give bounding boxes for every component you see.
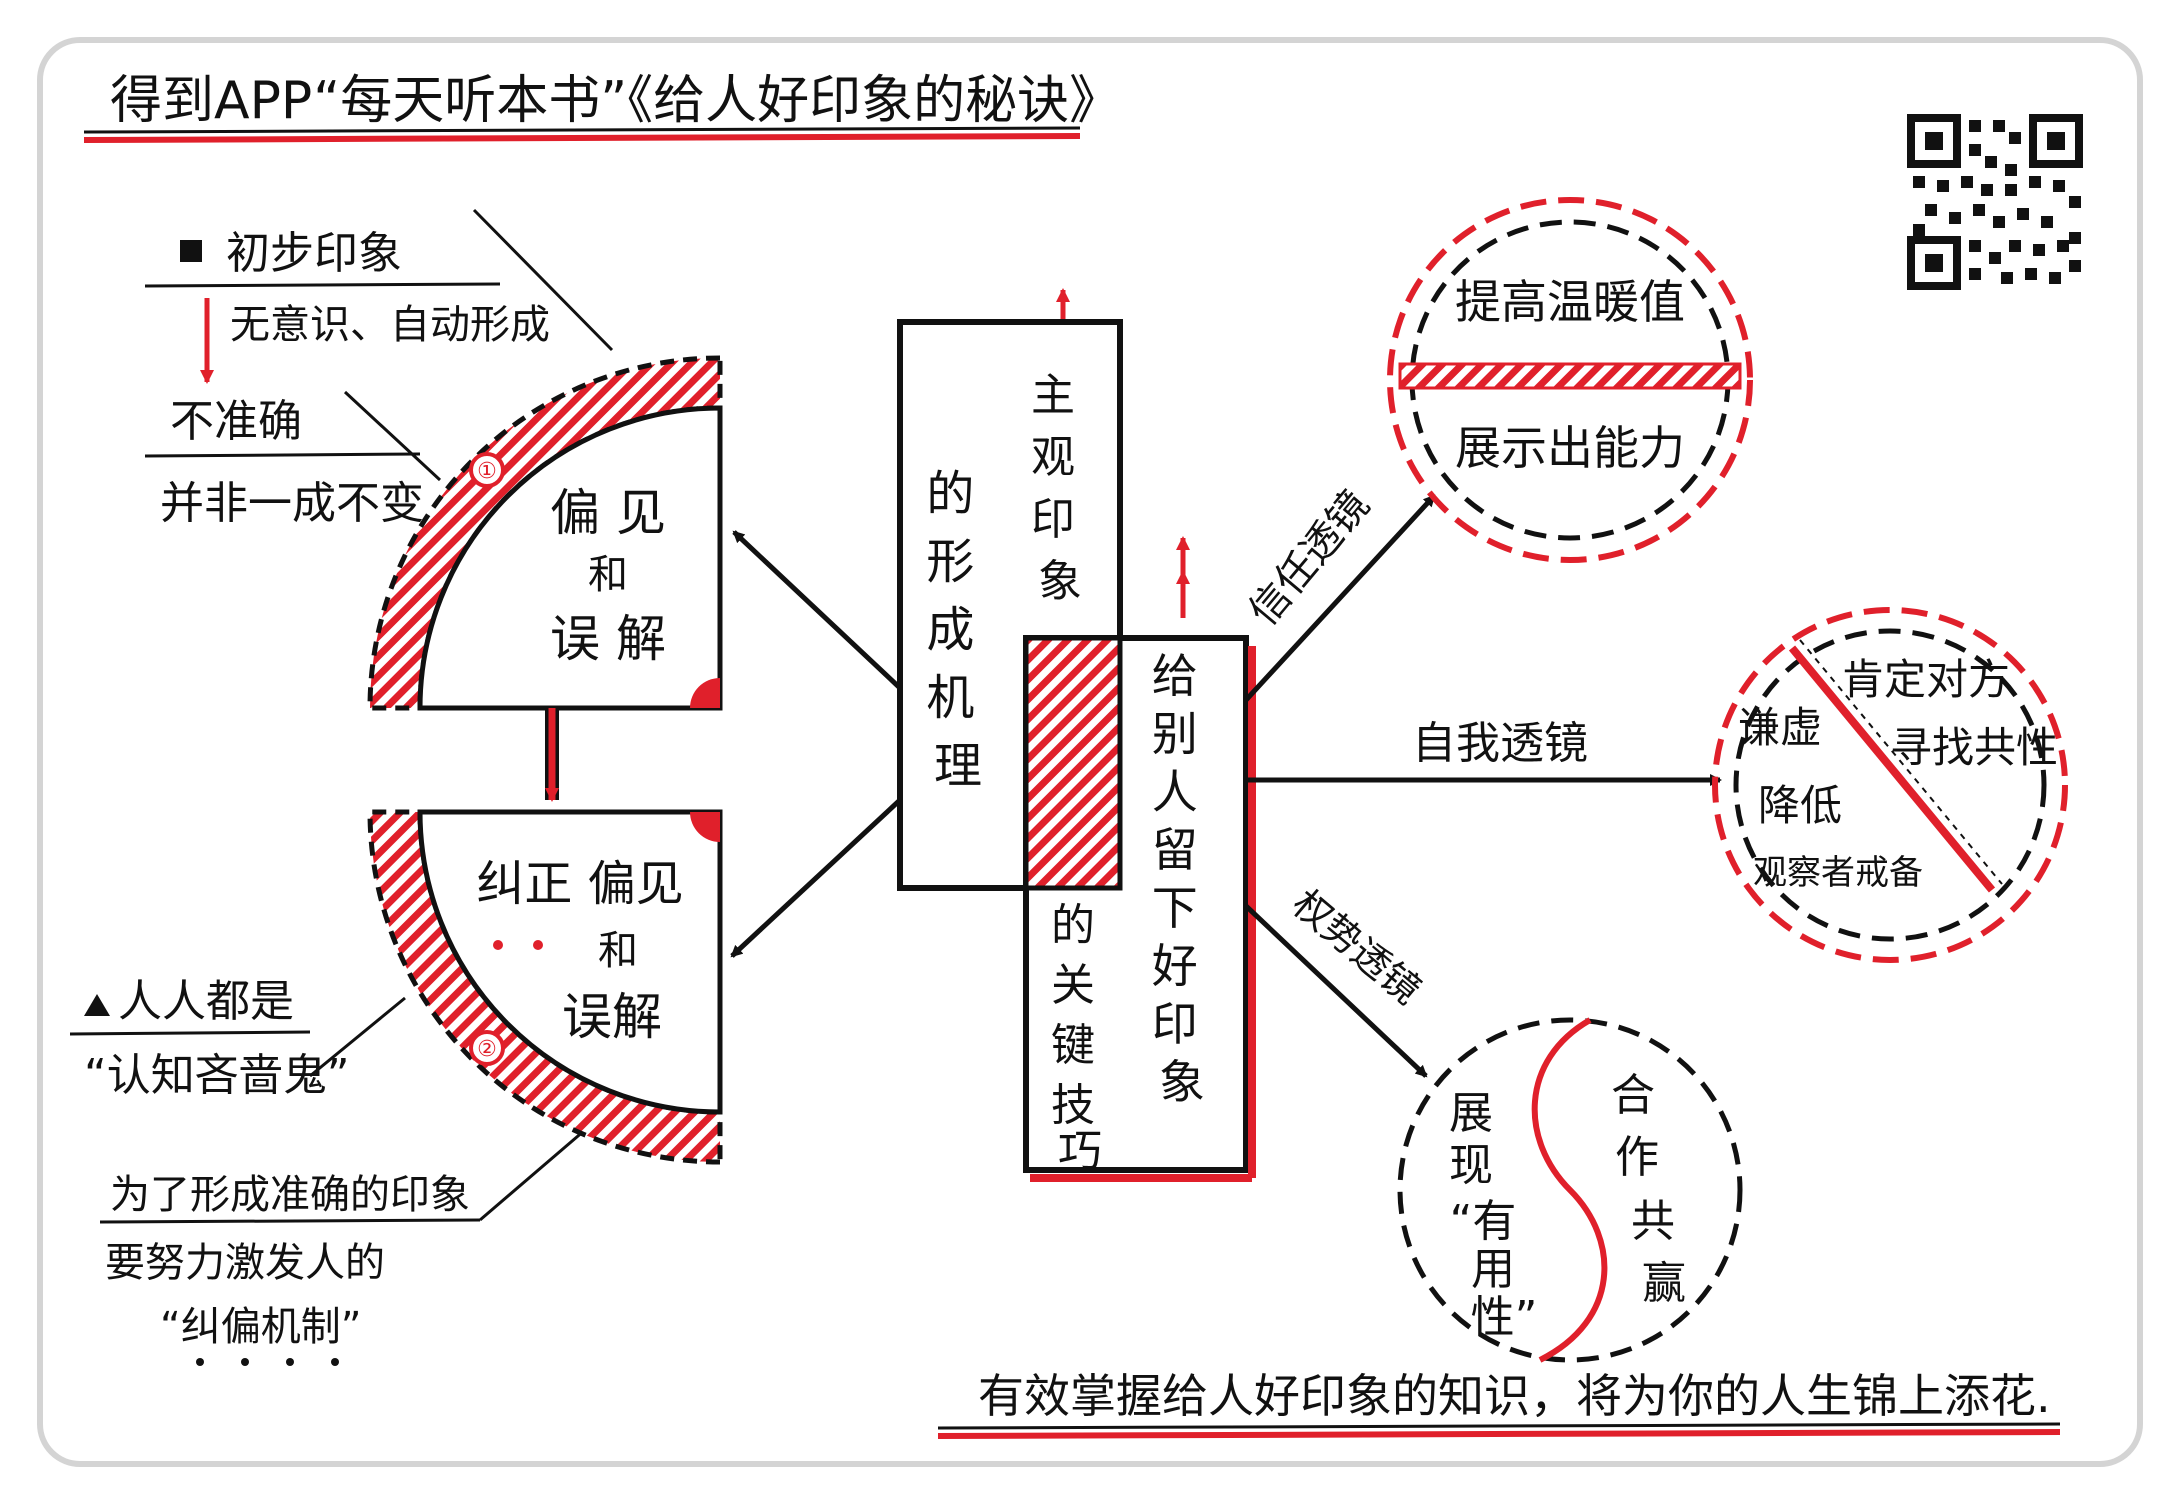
note-first-impression: 初步印象 xyxy=(226,228,402,279)
box-col-left: 的 形 成 机 理 xyxy=(926,466,989,794)
note-underline xyxy=(69,1030,311,1036)
note-inaccurate: 不准确 xyxy=(170,396,302,447)
box-formation-mechanism: 主 观 印 象 的 形 成 机 理 xyxy=(897,288,1123,891)
qr-code xyxy=(1905,112,2085,292)
arrow-to-correction xyxy=(730,798,902,958)
self-left3: 观察者戒备 xyxy=(1753,853,1923,893)
square-bullet-icon xyxy=(180,240,202,262)
box-col-left: 的 关 键 技 巧 xyxy=(1051,900,1109,1177)
self-right1: 肯定对方 xyxy=(1842,655,2010,704)
box-col-right: 主 观 印 象 xyxy=(1031,370,1089,607)
note-unconscious: 无意识、自动形成 xyxy=(230,302,550,348)
arrow-trust-lens xyxy=(1244,494,1436,702)
quadrant-line2: 和 xyxy=(598,928,638,974)
note-cognitive-miser: “认知吝啬鬼” xyxy=(84,1050,350,1101)
emphasis-dot xyxy=(493,940,503,950)
note-underline xyxy=(144,452,421,458)
self-right2: 寻找共性 xyxy=(1890,723,2058,772)
label-self-lens: 自我透镜 xyxy=(1412,718,1588,769)
note-connector xyxy=(343,390,442,482)
trust-bottom: 展示出能力 xyxy=(1455,421,1685,475)
quadrant-line2: 和 xyxy=(588,552,628,598)
left-notes: 初步印象 无意识、自动形成 不准确 并非一成不变 人人都是 “认知吝啬鬼” 为了… xyxy=(69,208,614,1366)
badge-label: ② xyxy=(477,1037,497,1062)
emphasis-dot xyxy=(533,940,543,950)
divider-line xyxy=(1788,645,1996,893)
title-underline-red xyxy=(83,133,1081,143)
divider-dashes xyxy=(1799,639,2003,885)
note-to-form: 为了形成准确的印象 xyxy=(110,1172,470,1218)
quadrant-correction: ② 纠正 偏见 和 误解 xyxy=(367,809,723,1165)
self-left1: 谦虚 xyxy=(1738,703,1822,752)
footer-underline-black xyxy=(937,1422,2061,1430)
corner-mark xyxy=(690,678,720,708)
circle-power: 展 现 “有 用 性” 合 作 共 赢 xyxy=(1397,1017,1743,1363)
quadrant-line3: 误解 xyxy=(562,988,662,1046)
footer-underline-red xyxy=(937,1429,2061,1439)
s-curve-divider xyxy=(1531,1017,1608,1363)
emphasis-dots xyxy=(196,1358,339,1366)
circle-outer xyxy=(1387,197,1753,563)
page-title: 得到APP“每天听本书”《给人好印象的秘诀》 xyxy=(110,71,1121,131)
note-underline xyxy=(99,1218,481,1224)
arrow-to-prejudice xyxy=(732,530,902,690)
note-correction-mechanism: “纠偏机制” xyxy=(160,1304,361,1350)
number-badge xyxy=(469,452,505,488)
divider-bar xyxy=(1398,362,1742,390)
circle-trust: 提高温暖值 展示出能力 xyxy=(1387,197,1753,563)
note-connector xyxy=(309,996,406,1078)
overlap-hatch xyxy=(1023,635,1123,891)
corner-mark xyxy=(690,812,720,842)
quadrant-line3: 误 解 xyxy=(550,610,666,668)
note-everyone-is: 人人都是 xyxy=(118,976,294,1027)
self-left2: 降低 xyxy=(1758,781,1842,830)
circle-outer xyxy=(1712,607,2068,963)
power-right: 合 作 共 赢 xyxy=(1611,1070,1689,1309)
footer-conclusion: 有效掌握给人好印象的知识，将为你的人生锦上添花. xyxy=(978,1369,2051,1423)
quadrant-line1: 纠正 偏见 xyxy=(476,856,683,912)
arrow-power-lens xyxy=(1244,904,1428,1078)
power-left: 展 现 “有 用 性” xyxy=(1449,1088,1537,1343)
note-connector xyxy=(479,1128,586,1222)
quadrant-prejudice: ① 偏 见 和 误 解 xyxy=(367,355,723,711)
quadrant-face xyxy=(417,405,723,711)
quadrant-line1: 偏 见 xyxy=(550,484,666,542)
badge-label: ① xyxy=(477,459,497,484)
title-underline-black xyxy=(83,126,1081,134)
note-not-fixed: 并非一成不变 xyxy=(160,478,424,529)
trust-top: 提高温暖值 xyxy=(1455,275,1685,329)
note-underline xyxy=(144,282,501,288)
circle-self: 谦虚 降低 观察者戒备 肯定对方 寻找共性 xyxy=(1712,607,2068,963)
number-badge xyxy=(469,1030,505,1066)
triangle-bullet-icon xyxy=(84,994,110,1016)
note-connector xyxy=(472,208,614,352)
quadrant-face xyxy=(417,809,723,1115)
box-col-right: 给 别 人 留 下 好 印 象 xyxy=(1152,649,1213,1109)
note-must-trigger: 要努力激发人的 xyxy=(105,1240,385,1286)
